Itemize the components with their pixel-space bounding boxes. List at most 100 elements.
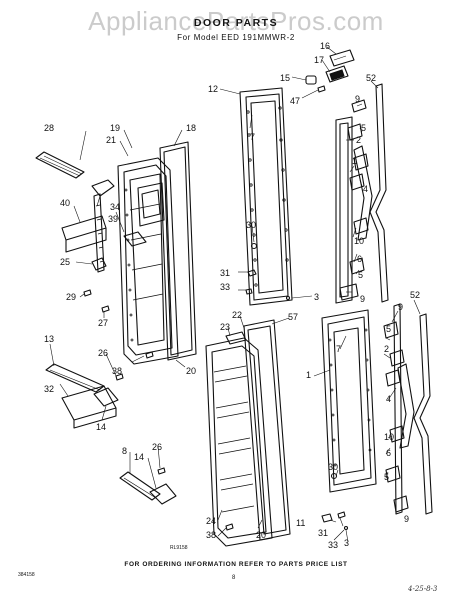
callout-2-upper: 2	[356, 135, 361, 145]
left-door-outer-gasket	[159, 141, 197, 361]
part-40-shelf	[61, 215, 107, 253]
callout-5-upper: 5	[361, 123, 366, 133]
callout-18: 18	[186, 123, 196, 133]
callout-3-lower: 3	[344, 538, 349, 548]
lower-right-handle-clips	[383, 321, 409, 513]
callout-47: 47	[290, 96, 300, 106]
part-26-screw-b	[157, 467, 166, 475]
callout-52-lower: 52	[410, 290, 420, 300]
callout-9-upper-b: 9	[360, 294, 365, 304]
lower-door-top-cap	[225, 331, 247, 345]
diagram-title: DOOR PARTS	[193, 17, 279, 29]
callout-25: 25	[60, 257, 70, 267]
part-38-screw-b	[225, 523, 234, 531]
callout-52-upper: 52	[366, 73, 376, 83]
callout-30-upper: 30	[246, 220, 256, 230]
part-13-bar	[45, 363, 105, 393]
part-38-screw-a	[145, 351, 154, 359]
callout-1-upper: 1	[352, 156, 357, 166]
dispenser-opening	[137, 182, 165, 227]
callout-4-upper: 4	[363, 184, 368, 194]
callout-3-upper: 3	[314, 292, 319, 302]
left-door-liner	[117, 157, 179, 365]
upper-right-handle-trim	[353, 145, 373, 241]
callout-17: 17	[314, 55, 324, 65]
callout-33-upper: 33	[220, 282, 230, 292]
callout-38-a: 38	[112, 366, 122, 376]
lower-right-small-parts	[321, 472, 349, 531]
lower-door-liner-shelves	[213, 365, 255, 513]
badge-16	[329, 49, 355, 67]
callout-10-upper: 10	[354, 236, 364, 246]
callout-13: 13	[44, 334, 54, 344]
part-15	[305, 75, 317, 85]
upper-right-door-liner-dots	[246, 106, 289, 287]
reference-code: RL9158	[170, 545, 188, 551]
callout-32: 32	[44, 384, 54, 394]
page-number: 8	[232, 575, 236, 581]
callout-9-upper: 9	[355, 94, 360, 104]
callout-20-b: 20	[256, 530, 266, 540]
lower-right-handle	[413, 313, 433, 515]
callout-16: 16	[320, 41, 330, 51]
callout-57: 57	[288, 312, 298, 322]
lower-door-gasket	[243, 319, 291, 541]
callout-9-lower: 9	[398, 302, 403, 312]
callout-21: 21	[106, 135, 116, 145]
callout-11: 11	[296, 518, 305, 528]
callout-6-lower: 6	[386, 448, 391, 458]
leader-lines	[49, 46, 421, 543]
callout-14-b: 14	[134, 452, 144, 462]
callout-6-upper: 6	[357, 254, 362, 264]
callout-26-b: 26	[152, 442, 162, 452]
callout-14-a: 14	[96, 422, 106, 432]
part-8-bar	[119, 471, 161, 501]
callout-29: 29	[66, 292, 76, 302]
upper-right-handle	[369, 83, 389, 303]
callout-23: 23	[220, 322, 230, 332]
callout-40: 40	[60, 198, 70, 208]
callout-28: 28	[44, 123, 54, 133]
callout-1-lower: 1	[306, 370, 311, 380]
part-32-shelf	[61, 385, 117, 429]
callout-38-b: 38	[206, 530, 216, 540]
model-subtitle: For Model EED 191MMWR-2	[177, 33, 295, 42]
callout-27: 27	[98, 318, 108, 328]
callout-24: 24	[206, 516, 216, 526]
callout-7-lower: 7	[336, 344, 341, 354]
lower-right-handle-trim	[397, 363, 415, 449]
upper-right-door-shell	[335, 116, 353, 304]
callout-labels: 16 17 15 47 1 2 52 7 9 5 2 1 4 10 6 5 9 2…	[44, 41, 420, 550]
screw-47	[317, 85, 326, 93]
callout-4-lower: 4	[386, 394, 391, 404]
part-34-clip	[91, 179, 115, 197]
lower-right-door-liner	[321, 309, 377, 493]
callout-19: 19	[110, 123, 120, 133]
part-14-clip-a	[93, 387, 119, 407]
lower-door-liner	[205, 337, 273, 547]
callout-9-lower-b: 9	[404, 514, 409, 524]
callout-2-lower: 2	[384, 344, 389, 354]
part-26-screw-a	[115, 373, 124, 381]
callout-39: 39	[108, 214, 118, 224]
callout-26-a: 26	[98, 348, 108, 358]
callout-10-lower: 10	[384, 432, 394, 442]
left-door-hinge-strip	[93, 193, 105, 273]
callout-30-lower: 30	[328, 462, 338, 472]
callout-15: 15	[280, 73, 290, 83]
part-25	[91, 257, 107, 271]
lower-right-liner-dots	[328, 328, 372, 467]
callout-20-a: 20	[186, 366, 196, 376]
callout-31-lower: 31	[318, 528, 328, 538]
form-code: 384158	[18, 572, 35, 578]
badge-17	[325, 65, 349, 83]
callout-22: 22	[232, 310, 242, 320]
handwritten-note: 4-25-8-3	[408, 585, 438, 593]
callout-5-lower-b: 5	[384, 472, 389, 482]
callout-5-upper-b: 5	[358, 270, 363, 280]
part-28-bar	[35, 151, 85, 179]
ordering-note: FOR ORDERING INFORMATION REFER TO PARTS …	[124, 561, 348, 568]
callout-33-lower: 33	[328, 540, 338, 550]
